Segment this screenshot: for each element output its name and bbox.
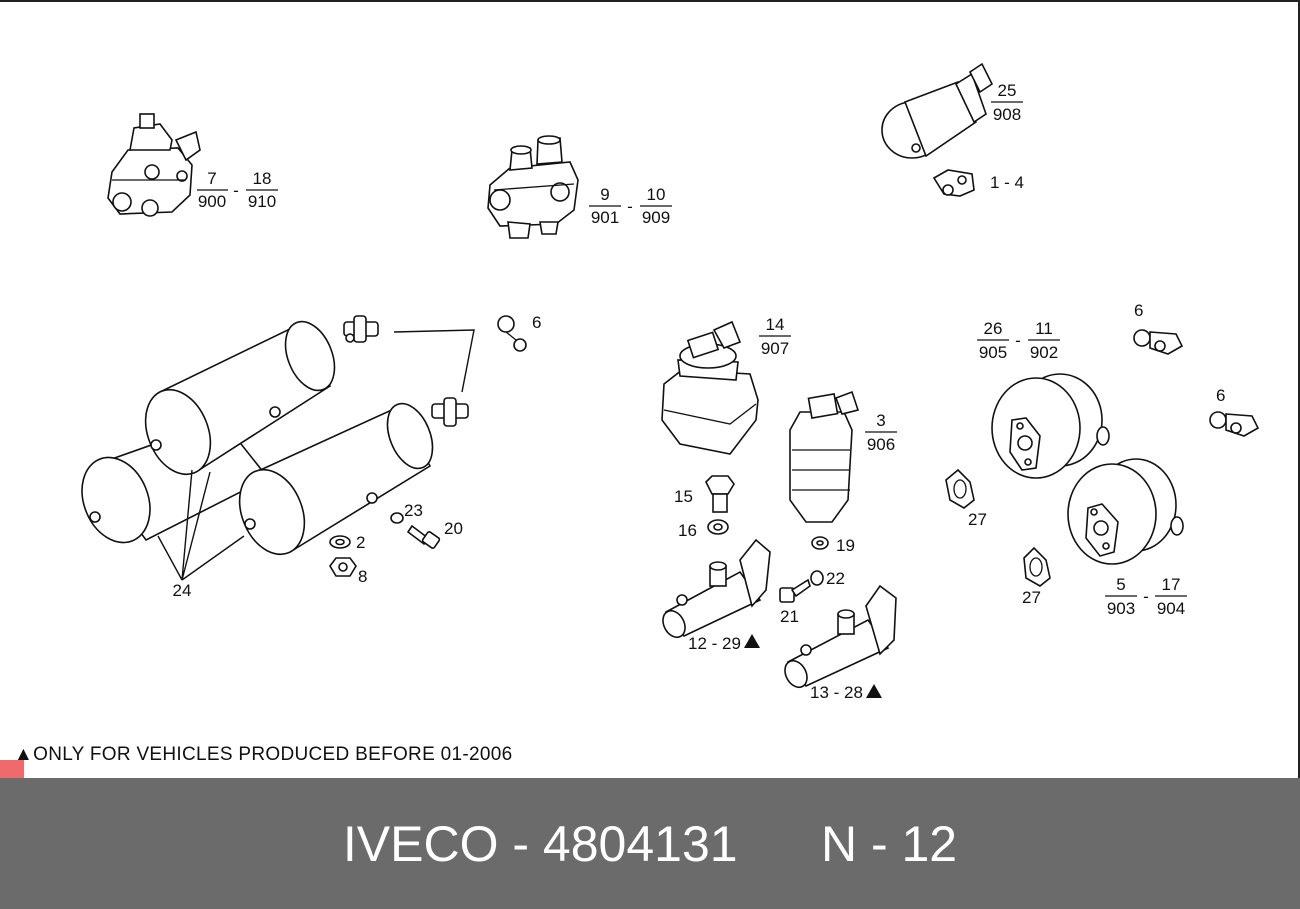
footer-page-ref: N - 12 — [820, 815, 958, 872]
svg-text:904: 904 — [1157, 599, 1185, 618]
svg-text:903: 903 — [1107, 599, 1135, 618]
relay-valve-part[interactable] — [107, 113, 201, 217]
connector-lower-right[interactable] — [1209, 411, 1260, 437]
filter-part[interactable] — [789, 390, 860, 523]
t-fitting-lower[interactable] — [431, 397, 469, 427]
brake-booster-lower[interactable] — [1067, 458, 1184, 565]
nut-part[interactable] — [329, 557, 357, 577]
label-6: 6 — [1216, 386, 1225, 405]
label-25-908: 25 908 — [991, 81, 1023, 124]
svg-text:900: 900 — [198, 192, 226, 211]
right-border — [1298, 0, 1300, 778]
svg-text:7: 7 — [207, 169, 216, 188]
footer-bar: IVECO - 4804131 N - 12 — [0, 778, 1300, 909]
label-11-902: 11 902 — [1028, 319, 1060, 362]
dash: - — [1015, 331, 1021, 350]
label-22: 22 — [826, 569, 845, 588]
label-8: 8 — [358, 567, 367, 586]
label-27: 27 — [1022, 588, 1041, 607]
dash: - — [1143, 587, 1149, 606]
drain-valve-part[interactable] — [497, 315, 527, 352]
footer-gap — [738, 815, 821, 873]
svg-text:14: 14 — [766, 315, 785, 334]
brake-booster-upper[interactable] — [991, 373, 1110, 479]
svg-text:24: 24 — [173, 581, 192, 600]
svg-text:910: 910 — [248, 192, 276, 211]
dash: - — [627, 197, 633, 216]
label-16: 16 — [678, 521, 697, 540]
label-18-910: 18 910 — [246, 169, 278, 211]
footer-part-number: IVECO - 4804131 — [342, 815, 738, 872]
label-19: 19 — [836, 536, 855, 555]
label-2: 2 — [356, 533, 365, 552]
svg-text:25: 25 — [998, 81, 1017, 100]
connector-upper-right[interactable] — [1133, 329, 1184, 355]
protection-valve-part[interactable] — [487, 135, 579, 239]
svg-text:13 - 28: 13 - 28 — [810, 683, 863, 702]
label-23: 23 — [404, 501, 423, 520]
label-20: 20 — [444, 519, 463, 538]
top-border — [0, 0, 1300, 2]
label-1-4: 1 - 4 — [990, 173, 1024, 192]
label-10-909: 10 909 — [640, 185, 672, 227]
svg-text:5: 5 — [1116, 575, 1125, 594]
bracket-part[interactable] — [932, 169, 975, 197]
label-27: 27 — [968, 510, 987, 529]
fluid-reservoir-part[interactable] — [661, 320, 759, 455]
label-3-906: 3 906 — [865, 411, 897, 454]
svg-text:11: 11 — [1035, 319, 1053, 338]
washer-part[interactable] — [329, 535, 351, 549]
production-note: ▲ONLY FOR VEHICLES PRODUCED BEFORE 01-20… — [14, 744, 512, 766]
svg-text:909: 909 — [642, 208, 670, 227]
label-24: 24 — [157, 469, 245, 600]
svg-text:905: 905 — [979, 343, 1007, 362]
svg-text:26: 26 — [984, 319, 1003, 338]
t-fitting-upper[interactable] — [343, 315, 379, 343]
gasket-lower[interactable] — [1023, 546, 1051, 587]
label-7-900: 7 900 — [197, 169, 228, 211]
air-tank-front[interactable] — [228, 397, 442, 564]
air-tank-middle[interactable] — [134, 314, 344, 484]
washer-19-part[interactable] — [811, 536, 829, 550]
production-note-text: ONLY FOR VEHICLES PRODUCED BEFORE 01-200… — [33, 744, 513, 765]
label-9-901: 9 901 — [589, 185, 621, 227]
label-12-29: 12 - 29 — [688, 634, 760, 653]
svg-text:3: 3 — [876, 411, 885, 430]
svg-text:907: 907 — [761, 339, 789, 358]
dash: - — [233, 181, 239, 200]
svg-text:902: 902 — [1030, 343, 1058, 362]
svg-text:901: 901 — [591, 208, 619, 227]
svg-text:17: 17 — [1162, 575, 1181, 594]
label-14-907: 14 907 — [759, 315, 791, 358]
gasket-upper[interactable] — [945, 468, 975, 509]
corner-marker — [0, 760, 24, 778]
svg-text:908: 908 — [993, 105, 1021, 124]
label-26-905: 26 905 — [977, 319, 1009, 362]
screw-21-part[interactable] — [779, 578, 811, 603]
washer-22-part[interactable] — [810, 570, 824, 586]
master-cylinder-lower[interactable] — [781, 584, 897, 691]
svg-text:10: 10 — [647, 185, 666, 204]
brake-chamber-part[interactable] — [881, 62, 994, 159]
svg-text:906: 906 — [867, 435, 895, 454]
label-17-904: 17 904 — [1155, 575, 1187, 618]
label-5-903: 5 903 — [1105, 575, 1137, 618]
label-21: 21 — [780, 607, 799, 626]
t-fitting-leader — [393, 329, 475, 393]
svg-text:9: 9 — [600, 185, 609, 204]
master-cylinder-upper[interactable] — [659, 538, 771, 641]
triangle-marker-icon: ▲ — [14, 744, 34, 765]
label-15: 15 — [674, 487, 693, 506]
screw-part[interactable] — [406, 524, 441, 549]
svg-text:12 - 29: 12 - 29 — [688, 634, 741, 653]
parts-diagram: 7 900 - 18 910 9 901 - 10 909 — [81, 62, 1260, 702]
label-13-28: 13 - 28 — [810, 683, 882, 702]
small-washer-part[interactable] — [390, 512, 404, 524]
washer-16-part[interactable] — [707, 519, 729, 535]
label-6: 6 — [1134, 301, 1143, 320]
label-6: 6 — [532, 313, 541, 332]
bolt-part[interactable] — [705, 475, 735, 513]
svg-text:18: 18 — [253, 169, 272, 188]
